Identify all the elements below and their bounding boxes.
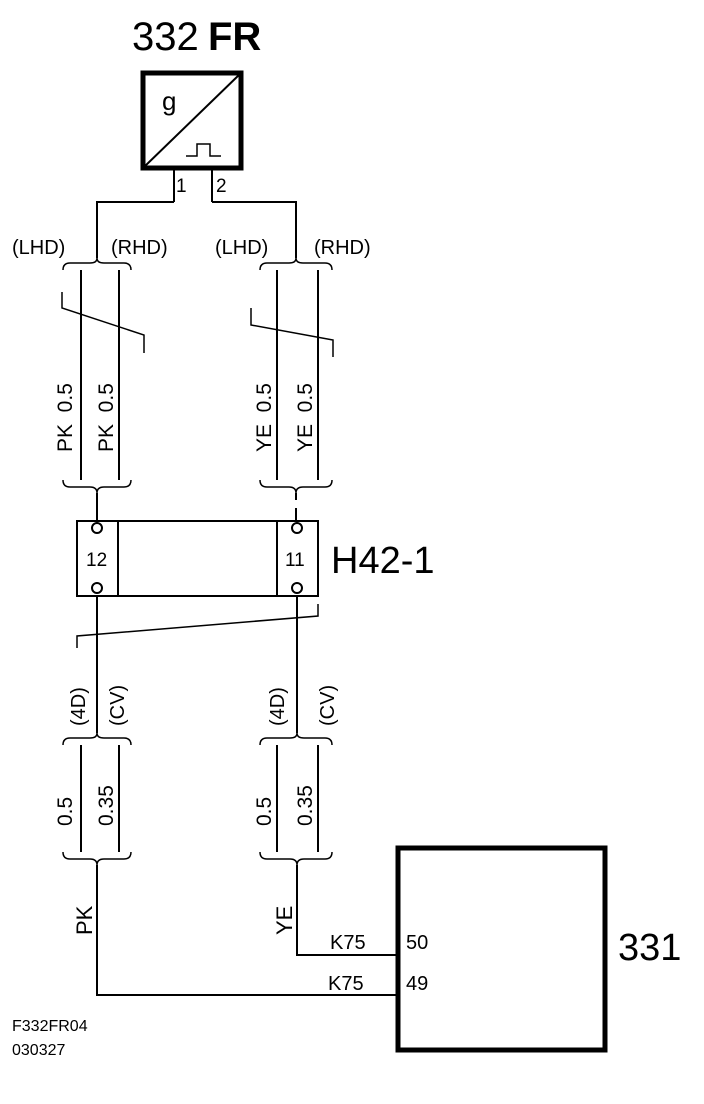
wire-label-pk-lhd: PK 0.5 [54, 383, 77, 452]
wire-label-pk-rhd: PK 0.5 [95, 383, 118, 452]
connector-pin-11-label: 11 [285, 550, 305, 571]
sensor-diagonal [142, 72, 242, 169]
brace-top-right-lower [259, 479, 333, 494]
variant-right-4d: (4D) [267, 687, 289, 726]
wire-label-ye-rhd: YE 0.5 [294, 383, 317, 452]
connector-body [76, 520, 319, 597]
module-connector-a-label: K75 [330, 932, 366, 954]
brace-bottom-right-upper [259, 732, 333, 746]
wire-size-left-4d: 0.5 [54, 797, 77, 826]
sensor-title-suffix: FR [208, 15, 261, 59]
brace-bottom-right-lower [259, 851, 333, 866]
connector-pin-12-top-terminal [91, 522, 103, 534]
module-connector-b-label: K75 [328, 973, 364, 995]
wire-size-right-cv: 0.35 [294, 785, 317, 826]
pulse-signal-icon [186, 143, 221, 157]
wire-label-ye-lhd: YE 0.5 [253, 383, 276, 452]
twisted-pair-mark-lower [76, 604, 319, 648]
connector-pin-11-bottom-terminal [291, 582, 303, 594]
connector-pin-12-label: 12 [86, 550, 107, 571]
sensor-title-number: 332 [132, 15, 199, 59]
twisted-pair-mark-pk [61, 292, 145, 353]
ye-branch-wire [212, 201, 297, 258]
wire-color-left: PK [72, 905, 97, 935]
module-pin-50: 50 [406, 932, 428, 954]
ye-wire-to-module [296, 865, 398, 956]
diagram-date: 030327 [12, 1042, 65, 1059]
variant-right-rhd: (RHD) [314, 237, 371, 259]
sensor-332fr[interactable]: g [140, 70, 244, 171]
brace-bottom-left-upper [62, 732, 132, 746]
variant-left-4d: (4D) [68, 687, 90, 726]
module-331[interactable]: 50 49 [395, 845, 608, 1053]
module-name: 331 [618, 927, 681, 969]
variant-right-lhd: (LHD) [215, 237, 268, 259]
module-box [395, 845, 608, 1053]
sensor-pin1-label: 1 [176, 176, 187, 197]
brace-top-left-lower [62, 479, 132, 494]
sensor-pin2-label: 2 [216, 176, 227, 197]
connector-name: H42-1 [331, 540, 435, 582]
connector-pin-12-bottom-terminal [91, 582, 103, 594]
pk-branch-wire [96, 201, 174, 258]
sensor-symbol-letter: g [162, 86, 176, 116]
twisted-pair-mark-ye [250, 308, 334, 357]
diagram-id: F332FR04 [12, 1018, 88, 1035]
wire-color-right: YE [272, 906, 297, 935]
brace-bottom-left-lower [62, 851, 132, 866]
variant-left-rhd: (RHD) [111, 237, 168, 259]
wire-size-left-cv: 0.35 [95, 785, 118, 826]
pk-wire-to-module [96, 865, 398, 996]
wire-size-right-4d: 0.5 [253, 797, 276, 826]
connector-h42-1[interactable]: 12 11 [76, 520, 319, 597]
variant-left-cv: (CV) [107, 685, 129, 726]
variant-left-lhd: (LHD) [12, 237, 65, 259]
brace-top-left-upper [62, 257, 132, 271]
variant-right-cv: (CV) [317, 685, 339, 726]
connector-pin-11-top-terminal [291, 522, 303, 534]
brace-top-right-upper [259, 257, 333, 271]
module-pin-49: 49 [406, 973, 428, 995]
